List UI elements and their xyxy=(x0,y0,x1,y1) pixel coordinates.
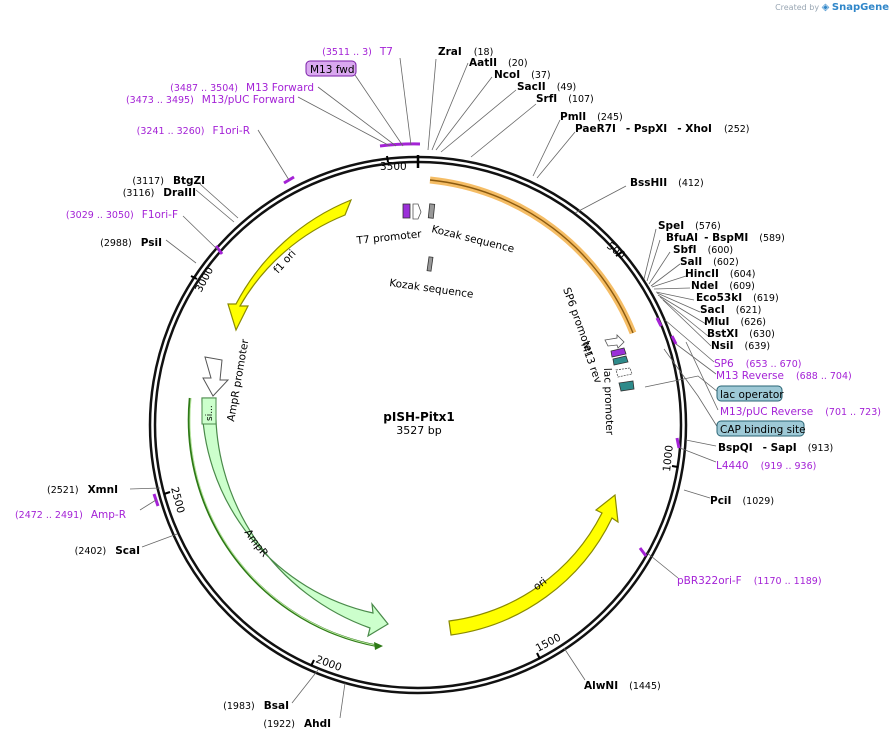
enzyme-bsshii[interactable]: BssHII(412) xyxy=(630,177,704,189)
signal-sequence-feature[interactable] xyxy=(201,397,217,425)
enzyme-alwni[interactable]: AlwNI(1445) xyxy=(584,680,661,692)
enzyme-ncoi[interactable]: NcoI(37) xyxy=(494,69,551,81)
primer-l4440[interactable]: L4440(919 .. 936) xyxy=(716,460,816,472)
tick-label-1500: 1500 xyxy=(534,632,563,655)
t7-promoter-arrow[interactable] xyxy=(412,203,422,220)
snapgene-credit: Created by ◈ SnapGene xyxy=(775,2,889,13)
orange-insert-arc[interactable] xyxy=(429,176,637,335)
primer-m13-reverse[interactable]: M13 Reverse(688 .. 704) xyxy=(716,370,852,382)
primer-t7[interactable]: (3511 .. 3)T7 xyxy=(322,46,393,58)
ampr-orf-glow xyxy=(189,397,380,647)
enzyme-eco53ki[interactable]: Eco53kI(619) xyxy=(696,292,779,304)
enzyme-ndei[interactable]: NdeI(609) xyxy=(691,280,755,292)
cap-binding-site-box[interactable]: CAP binding site xyxy=(716,420,806,437)
enzyme-btgzi[interactable]: (3117)BtgZI xyxy=(132,175,205,187)
t7-promoter-label: T7 promoter xyxy=(355,228,423,247)
f1-ori-feature[interactable] xyxy=(227,198,353,332)
kozak-label-2: Kozak sequence xyxy=(389,277,475,301)
credit-brand: SnapGene xyxy=(831,2,889,13)
lac-promoter-arrow[interactable] xyxy=(615,367,633,378)
enzyme-draiii[interactable]: (3116)DraIII xyxy=(123,187,196,199)
lac-operator-feature[interactable] xyxy=(612,355,629,366)
ampr-feature[interactable] xyxy=(201,397,389,638)
primer-amp-r[interactable]: (2472 .. 2491)Amp-R xyxy=(15,509,126,521)
enzyme-hincii[interactable]: HincII(604) xyxy=(685,268,755,280)
tick-label-2000: 2000 xyxy=(314,654,343,674)
credit-created-by: Created by xyxy=(775,3,820,12)
enzyme-pmli[interactable]: PmlI(245) xyxy=(560,111,623,123)
enzyme-bfuai[interactable]: BfuAI- BspMI(589) xyxy=(666,232,785,244)
m13-rev-label: M13 rev xyxy=(578,341,604,385)
enzyme-srfi[interactable]: SrfI(107) xyxy=(536,93,594,105)
plasmid-name: pISH-Pitx1 xyxy=(383,410,454,424)
primer-pbr322ori-f[interactable]: pBR322ori-F(1170 .. 1189) xyxy=(677,575,822,587)
enzyme-aatii[interactable]: AatII(20) xyxy=(469,57,528,69)
plasmid-size: 3527 bp xyxy=(396,424,441,437)
svg-text:M13 fwd: M13 fwd xyxy=(310,64,355,76)
lac-operator-box[interactable]: lac operator xyxy=(716,385,784,402)
primer-f1ori-f[interactable]: (3029 .. 3050)F1ori-F xyxy=(66,209,178,221)
signal-sequence-label: si... xyxy=(205,405,215,421)
enzyme-sbfi[interactable]: SbfI(600) xyxy=(673,244,733,256)
svg-text:CAP binding site: CAP binding site xyxy=(720,424,806,436)
enzyme-saci[interactable]: SacI(621) xyxy=(700,304,761,316)
snapgene-logo: ◈ xyxy=(821,2,830,13)
enzyme-mlui[interactable]: MluI(626) xyxy=(704,316,766,328)
primer-m13-puc-forward[interactable]: (3473 .. 3495)M13/pUC Forward xyxy=(126,94,295,106)
enzyme-bspqi[interactable]: BspQI- SapI(913) xyxy=(718,442,833,454)
enzyme-psii[interactable]: (2988)PsiI xyxy=(100,237,162,249)
ampr-promoter-label: AmpR promoter xyxy=(225,338,251,423)
tick-marks xyxy=(163,155,679,667)
enzyme-zrai[interactable]: ZraI(18) xyxy=(438,46,493,58)
tick-label-2500: 2500 xyxy=(168,486,187,515)
kozak-sequence-1[interactable] xyxy=(427,203,436,219)
enzyme-sacii[interactable]: SacII(49) xyxy=(517,81,576,93)
enzyme-ahdi[interactable]: (1922)AhdI xyxy=(263,718,331,730)
primer-sites xyxy=(152,142,681,557)
ampr-orf-arrowhead xyxy=(374,642,383,650)
ampr-promoter-arrow[interactable] xyxy=(202,356,230,397)
enzyme-bsai[interactable]: (1983)BsaI xyxy=(223,700,289,712)
primer-f1ori-r[interactable]: (3241 .. 3260)F1ori-R xyxy=(137,125,250,137)
enzyme-nsii[interactable]: NsiI(639) xyxy=(711,340,770,352)
ampr-label: AmpR xyxy=(242,527,271,559)
primer-m13-fwd[interactable]: M13 fwd xyxy=(305,60,357,77)
enzyme-xmni[interactable]: (2521)XmnI xyxy=(47,484,118,496)
cap-binding-feature[interactable] xyxy=(618,380,635,392)
lac-promoter-label: lac promoter xyxy=(601,368,615,436)
orange-insert-core xyxy=(429,179,634,334)
enzyme-sali[interactable]: SalI(602) xyxy=(680,256,739,268)
enzyme-spei[interactable]: SpeI(576) xyxy=(658,220,721,232)
primer-m13-forward[interactable]: (3487 .. 3504)M13 Forward xyxy=(170,82,314,94)
kozak-sequence-2[interactable] xyxy=(426,256,434,272)
ori-feature[interactable] xyxy=(448,493,619,636)
svg-text:lac operator: lac operator xyxy=(720,389,784,401)
enzyme-scai[interactable]: (2402)ScaI xyxy=(75,545,140,557)
primer-m13-puc-reverse[interactable]: M13/pUC Reverse(701 .. 723) xyxy=(720,406,881,418)
kozak-label-1: Kozak sequence xyxy=(430,223,515,255)
tick-label-3500: 3500 xyxy=(380,161,407,173)
enzyme-pcii[interactable]: PciI(1029) xyxy=(710,495,774,507)
sp6-promoter-arrow[interactable] xyxy=(604,334,625,349)
leader-lines xyxy=(129,57,719,719)
enzyme-paer7i[interactable]: PaeR7I- PspXI- XhoI(252) xyxy=(575,123,749,135)
enzyme-bstxi[interactable]: BstXI(630) xyxy=(707,328,775,340)
t7-promoter-feature[interactable] xyxy=(402,203,411,219)
primer-sp6[interactable]: SP6(653 .. 670) xyxy=(714,358,801,370)
tick-label-1000: 1000 xyxy=(661,444,676,472)
m13-rev-feature[interactable] xyxy=(610,347,627,358)
